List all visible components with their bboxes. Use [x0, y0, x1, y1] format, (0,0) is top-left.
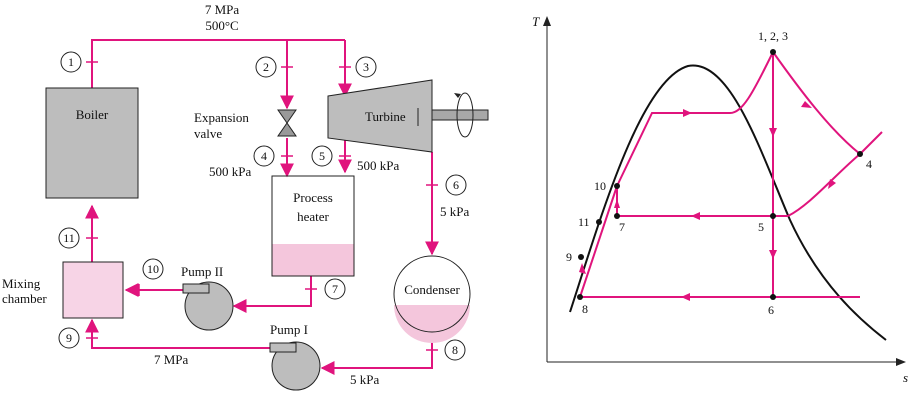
y-axis-label: T: [532, 14, 540, 29]
label-8: 8: [582, 302, 588, 316]
pump1-inlet-pressure: 5 kPa: [350, 372, 379, 387]
path-4-to-5: [787, 131, 883, 217]
state-11: 11: [58, 227, 98, 249]
state-3: 3: [339, 56, 377, 78]
point-10: [614, 183, 620, 189]
condenser-label: Condenser: [404, 282, 460, 297]
label-10: 10: [594, 179, 606, 193]
state-2-label: 2: [263, 60, 269, 74]
label-7: 7: [619, 220, 625, 234]
label-6: 6: [768, 303, 774, 317]
state-1-label: 1: [68, 55, 74, 69]
turbine-exit-pressure: 5 kPa: [440, 204, 469, 219]
process-heater-label-1: Process: [293, 190, 333, 205]
path-heating-liquid: [616, 51, 774, 187]
label-11: 11: [578, 215, 590, 229]
mixing-chamber-label-1: Mixing: [2, 276, 41, 291]
pump1-outlet-pressure: 7 MPa: [154, 352, 189, 367]
state-10-label: 10: [147, 262, 159, 276]
point-5: [770, 213, 776, 219]
boiler-label: Boiler: [76, 107, 109, 122]
cycle-paths: [579, 51, 883, 301]
top-temperature-label: 500°C: [205, 18, 238, 33]
state-4-label: 4: [261, 149, 267, 163]
boiler: [45, 87, 139, 199]
process-heater-label-2: heater: [297, 209, 329, 224]
top-pressure-label: 7 MPa: [205, 2, 240, 17]
mixing-chamber: [62, 261, 124, 319]
expansion-valve-label-1: Expansion: [194, 110, 249, 125]
point-11: [596, 219, 602, 225]
point-4: [857, 151, 863, 157]
state-6-label: 6: [453, 178, 459, 192]
ts-diagram: T s: [532, 14, 908, 385]
point-9: [578, 254, 584, 260]
pipe-heater-to-pump2: [232, 276, 312, 313]
point-8: [577, 294, 583, 300]
path-1-to-4: [772, 51, 861, 155]
pump-2-label: Pump II: [181, 264, 223, 279]
turbine: [327, 79, 433, 153]
label-5: 5: [758, 220, 764, 234]
turbine-shaft: [431, 92, 489, 138]
pump-1: [269, 341, 321, 391]
path-8-9-10-11: [579, 185, 618, 298]
turbine-label: Turbine: [365, 109, 406, 124]
state-7: 7: [305, 278, 346, 300]
saturation-dome: [569, 64, 887, 341]
condenser: [393, 255, 471, 343]
pipe-boiler-to-header: [91, 39, 345, 88]
point-6: [770, 294, 776, 300]
piping: [85, 39, 439, 375]
point-7: [614, 213, 620, 219]
state-11-label: 11: [63, 231, 75, 245]
expansion-valve: [277, 109, 297, 137]
label-9: 9: [566, 250, 572, 264]
label-4: 4: [866, 157, 872, 171]
state-6: 6: [426, 174, 467, 196]
process-heater: [271, 175, 355, 277]
state-3-label: 3: [363, 60, 369, 74]
state-9: 9: [58, 327, 98, 349]
state-10: 10: [138, 258, 164, 296]
x-axis-label: s: [903, 370, 908, 385]
state-2: 2: [255, 56, 293, 78]
state-8: 8: [426, 339, 466, 361]
state-8-label: 8: [452, 343, 458, 357]
valve-outlet-pressure: 500 kPa: [209, 164, 251, 179]
expansion-valve-label-2: valve: [194, 126, 222, 141]
label-1-2-3: 1, 2, 3: [758, 29, 788, 43]
state-1: 1: [60, 51, 98, 73]
state-5-label: 5: [319, 149, 325, 163]
plant-schematic: Boiler Mixing chamber Expansion valve Tu…: [2, 2, 489, 391]
pump-1-label: Pump I: [270, 322, 308, 337]
state-5: 5: [311, 145, 351, 167]
state-points: [577, 49, 863, 300]
pipe-pump1-to-mixing: [85, 318, 272, 349]
state-9-label: 9: [66, 331, 72, 345]
state-7-label: 7: [332, 282, 338, 296]
point-1-2-3: [770, 49, 776, 55]
pump-2: [182, 281, 234, 331]
mixing-chamber-label-2: chamber: [2, 291, 47, 306]
pipe-condenser-to-pump1: [320, 338, 433, 375]
state-markers: 1 2 3 4 5: [58, 51, 467, 361]
turbine-extraction-pressure: 500 kPa: [357, 158, 399, 173]
state-4: 4: [253, 145, 293, 167]
